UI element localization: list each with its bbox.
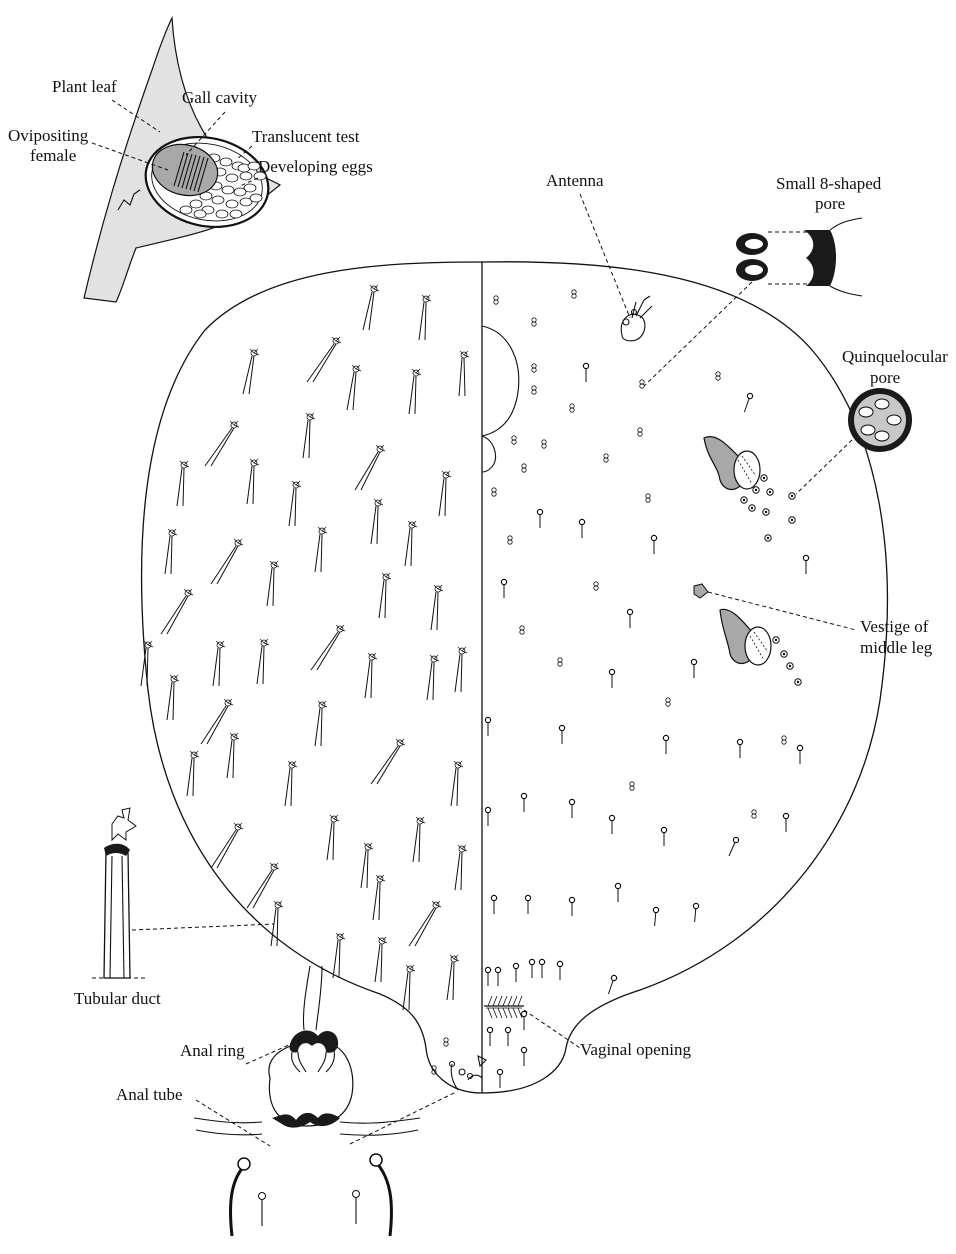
label-translucent-test: Translucent test [252,127,360,146]
front-leg [704,437,760,490]
gall-inset: Plant leaf Gall cavity Ovipositing femal… [8,18,373,302]
label-ovipositing-2: female [30,146,76,165]
spiracle-lobe [482,436,496,472]
vaginal-opening [484,996,524,1018]
margin-lobe [482,326,519,436]
label-anal-tube: Anal tube [116,1085,183,1104]
ventral-8-shaped-pores [432,290,786,1074]
label-vaginal-opening: Vaginal opening [580,1040,691,1059]
label-gall-cavity: Gall cavity [182,88,258,107]
label-developing-eggs: Developing eggs [258,157,373,176]
label-tubular-duct: Tubular duct [74,989,161,1008]
antenna [621,296,652,341]
label-vestige-1: Vestige of [860,617,929,636]
label-plant-leaf: Plant leaf [52,77,117,96]
label-ovipositing-1: Ovipositing [8,126,89,145]
vestige-of-middle-leg [694,584,708,598]
anal-area [450,1056,487,1090]
label-vestige-2: middle leg [860,638,933,657]
label-antenna: Antenna [546,171,604,190]
label-quinq-1: Quinquelocular [842,347,948,366]
label-small-pore-1: Small 8-shaped [776,174,882,193]
hind-leg [720,609,771,665]
anal-tube-inset: Anal ring Anal tube [116,966,456,1236]
label-anal-ring: Anal ring [180,1041,245,1060]
label-small-pore-2: pore [815,194,845,213]
dorsal-setae [141,285,469,1010]
label-quinq-2: pore [870,368,900,387]
